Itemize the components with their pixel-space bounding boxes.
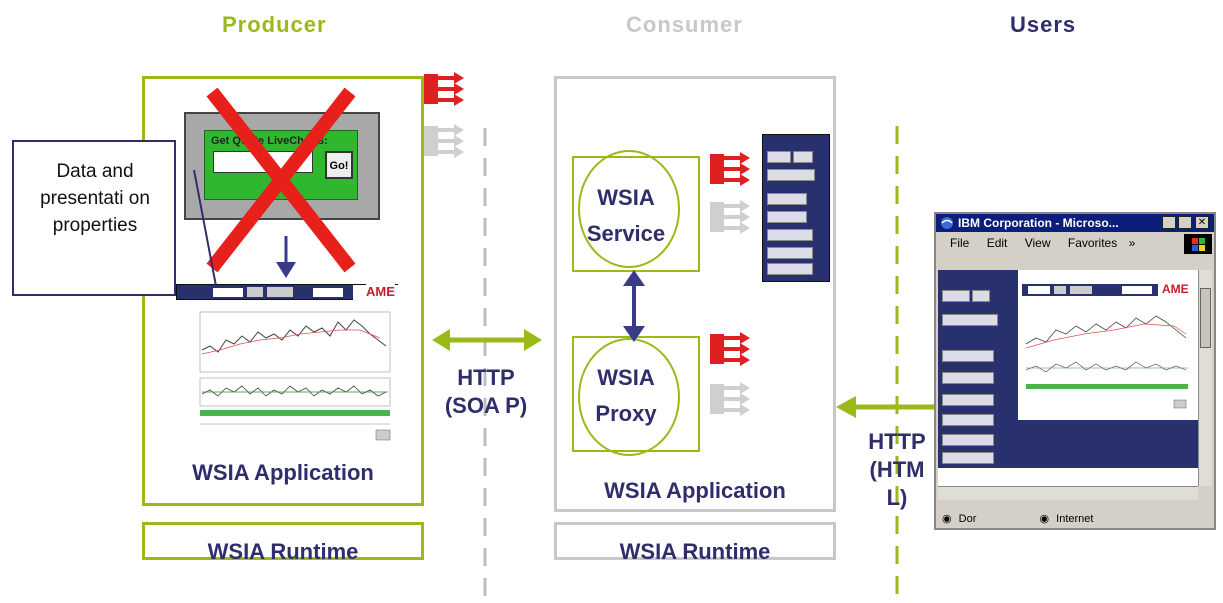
consumer-runtime-label: WSIA Runtime <box>619 539 771 564</box>
wsia-proxy-label: WSIA Proxy <box>595 365 657 426</box>
port-plug-icon <box>710 152 750 186</box>
port-plug-icon <box>710 382 750 416</box>
separator-line <box>483 128 487 598</box>
producer-runtime-label: WSIA Runtime <box>207 539 359 564</box>
port-plug-icon <box>424 72 464 106</box>
http-soap-label: HTTP (SOA P) <box>444 365 528 418</box>
browser-window: IBM Corporation - Microso... ✕ File Edit… <box>934 212 1216 530</box>
browser-stock-chart <box>1025 315 1188 409</box>
service-form-panel <box>762 134 830 282</box>
browser-menu: File Edit View Favorites » <box>936 234 1214 252</box>
wsia-proxy-circle <box>578 338 680 456</box>
maximize-button[interactable] <box>1178 216 1192 229</box>
browser-content: AME <box>938 270 1198 486</box>
users-header: Users <box>1010 12 1077 37</box>
browser-title-bar: IBM Corporation - Microso... <box>936 214 1214 232</box>
wsia-service-circle <box>578 150 680 268</box>
port-plug-icon <box>424 124 464 158</box>
go-button[interactable]: Go! <box>325 151 353 179</box>
vertical-scrollbar[interactable] <box>1198 270 1212 486</box>
callout-box: Data and presentati on properties <box>12 140 176 296</box>
menu-view[interactable]: View <box>1024 236 1051 250</box>
menu-edit[interactable]: Edit <box>986 236 1008 250</box>
producer-header: Producer <box>222 12 327 37</box>
consumer-application-box <box>554 76 836 512</box>
browser-status-bar: ◉ Dor ◉ Internet <box>936 510 1214 528</box>
left-arrow-icon <box>836 396 940 418</box>
consumer-runtime-box: WSIA Runtime <box>554 522 836 564</box>
stock-chart-image <box>180 306 394 446</box>
http-html-label: HTTP (HTM L) <box>868 429 926 510</box>
menu-favorites[interactable]: Favorites <box>1067 236 1118 250</box>
quote-widget: Get Quote LiveCharts: Go! <box>184 112 380 220</box>
cross-out-icon <box>206 87 356 273</box>
browser-toolbar <box>1022 284 1158 296</box>
consumer-app-label: WSIA Application <box>604 478 786 503</box>
producer-runtime-box: WSIA Runtime <box>142 522 424 564</box>
producer-app-label: WSIA Application <box>192 460 374 485</box>
bidirectional-arrow-icon <box>432 329 542 351</box>
port-plug-icon <box>710 200 750 234</box>
minimize-button[interactable] <box>1162 216 1176 229</box>
browser-form-panel <box>938 270 1018 468</box>
close-button[interactable]: ✕ <box>1195 216 1209 229</box>
consumer-header: Consumer <box>626 12 743 37</box>
callout-pointer <box>193 169 217 287</box>
ie-globe-icon <box>941 217 953 229</box>
browser-title: IBM Corporation - Microso... <box>958 216 1119 230</box>
chevron-right-icon[interactable]: » <box>1128 236 1136 250</box>
port-plug-icon <box>710 332 750 366</box>
vertical-bidirectional-arrow-icon <box>623 270 645 342</box>
producer-logo: AME <box>366 284 395 299</box>
menu-file[interactable]: File <box>950 236 970 250</box>
browser-logo: AME <box>1162 282 1189 296</box>
windows-logo-icon <box>1184 234 1212 254</box>
status-left: Dor <box>958 513 977 525</box>
separator-line <box>895 126 899 602</box>
wsia-service-label: WSIA Service <box>586 185 666 246</box>
down-arrow-icon <box>276 236 296 278</box>
status-right: Internet <box>1056 513 1094 525</box>
horizontal-scrollbar[interactable] <box>938 486 1198 500</box>
callout-text: Data and presentati on properties <box>40 161 150 236</box>
